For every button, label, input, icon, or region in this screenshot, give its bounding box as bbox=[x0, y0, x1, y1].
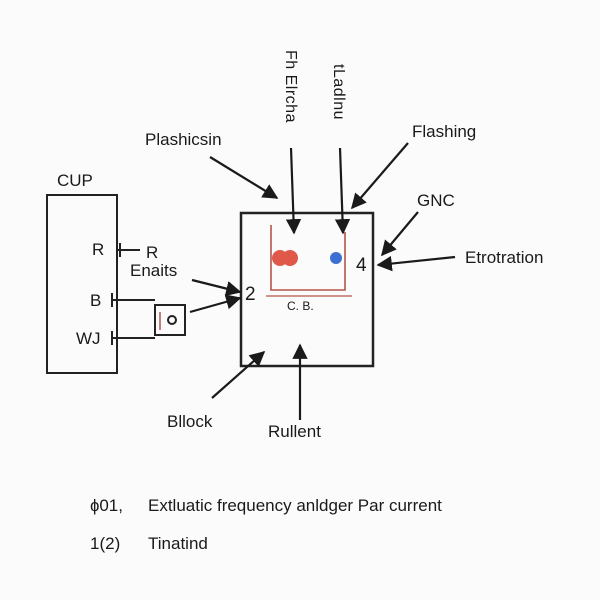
red-indicator-b bbox=[282, 250, 298, 266]
arrow-vertical-left bbox=[285, 147, 302, 235]
block-label: Bllock bbox=[167, 412, 213, 431]
blue-indicator bbox=[330, 252, 342, 264]
port-2-label: 2 bbox=[245, 284, 256, 305]
rullent-label: Rullent bbox=[268, 422, 321, 441]
arrow-vertical-right bbox=[334, 147, 351, 235]
cup-title: CUP bbox=[57, 171, 93, 190]
legend-text: Tinatind bbox=[148, 534, 208, 553]
pin-b-label: B bbox=[90, 291, 102, 310]
gnc-label: GNC bbox=[417, 191, 455, 210]
arrow-flashing bbox=[350, 142, 409, 210]
arrow-gnc bbox=[381, 211, 419, 257]
legend-text: Extluatic frequency anldger Par current bbox=[148, 496, 442, 515]
legend-symbol: ɸ01, bbox=[90, 496, 123, 515]
arrow-etrotration bbox=[376, 255, 456, 272]
pin-r-right-label: R bbox=[146, 243, 159, 262]
enaits-label: Enaits bbox=[130, 261, 178, 280]
cup-box bbox=[46, 194, 118, 374]
arrow-enaits bbox=[191, 278, 242, 297]
legend-item: ɸ01, Extluatic frequency anldger Par curr… bbox=[90, 496, 442, 516]
flashing-label: Flashing bbox=[412, 122, 477, 141]
arrow-connector bbox=[189, 294, 242, 314]
port-4-label: 4 bbox=[356, 255, 367, 276]
main-box-inner-label: C. B. bbox=[287, 299, 314, 313]
arrow-plashicsin bbox=[209, 156, 279, 199]
inner-bracket bbox=[270, 225, 346, 291]
connector-plug bbox=[154, 304, 186, 336]
vertical-left-label: Fh Elrcha bbox=[282, 50, 299, 123]
connector-hole bbox=[167, 315, 177, 325]
legend-symbol: 1(2) bbox=[90, 534, 121, 553]
pin-wj-label: WJ bbox=[76, 329, 101, 348]
plashicsin-label: Plashicsin bbox=[145, 130, 222, 149]
arrow-block bbox=[211, 350, 266, 399]
legend-item: 1(2) Tinatind bbox=[90, 534, 208, 554]
vertical-right-label: tLadlnu bbox=[330, 64, 347, 120]
pin-r-left-label: R bbox=[92, 240, 105, 259]
etrotration-label: Etrotration bbox=[465, 248, 544, 267]
